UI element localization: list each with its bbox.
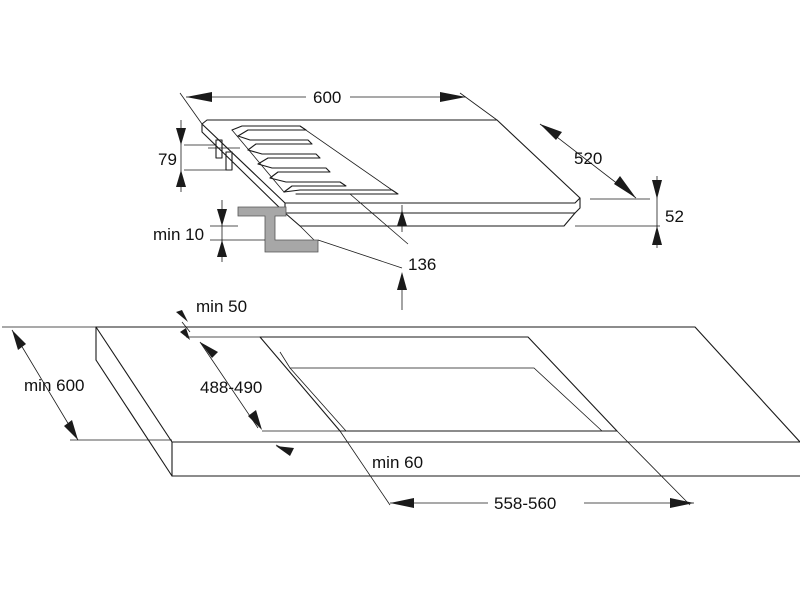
label-min-10: min 10 <box>153 225 204 244</box>
dimension-labels: 600 520 52 79 min 10 136 min 50 min 600 … <box>24 88 684 513</box>
label-136: 136 <box>408 255 436 274</box>
label-height-52: 52 <box>665 207 684 226</box>
knob-2 <box>225 151 233 171</box>
hob-left-edge <box>201 123 286 214</box>
label-488-490: 488-490 <box>200 378 262 397</box>
knob-1 <box>215 139 223 159</box>
hob-grates <box>231 125 399 195</box>
worktop-drawing <box>95 326 800 477</box>
label-knob-79: 79 <box>158 150 177 169</box>
label-width-600: 600 <box>313 88 341 107</box>
worktop-cutout <box>259 336 618 432</box>
worktop-front <box>171 441 800 477</box>
label-min-600: min 600 <box>24 376 84 395</box>
worktop-top <box>95 326 800 443</box>
hob-front-edge <box>284 197 581 214</box>
mounting-bracket <box>237 206 319 253</box>
hob-body <box>284 212 576 227</box>
hob-knobs <box>208 139 240 171</box>
worktop-dimensions <box>2 310 694 508</box>
label-depth-520: 520 <box>574 149 602 168</box>
label-558-560: 558-560 <box>494 494 556 513</box>
hob-dimensions <box>176 92 662 310</box>
label-min-60: min 60 <box>372 453 423 472</box>
label-min-50: min 50 <box>196 297 247 316</box>
hob-drawing <box>201 119 581 253</box>
